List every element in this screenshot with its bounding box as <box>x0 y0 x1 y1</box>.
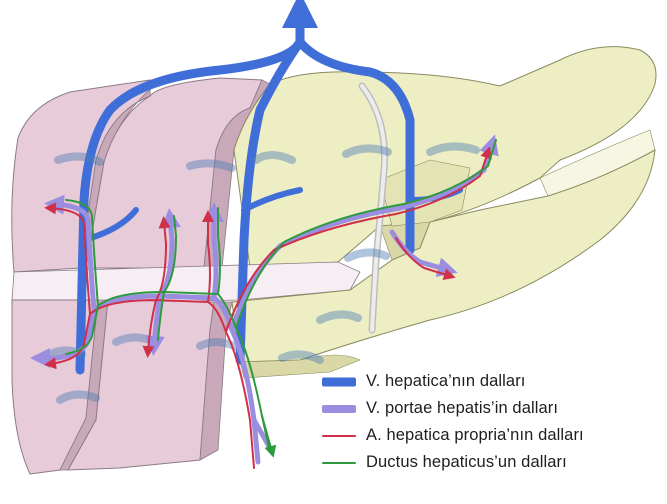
legend-swatch-purple <box>318 395 360 422</box>
legend-item-bile-duct: Ductus hepaticus’un dalları <box>318 449 663 476</box>
legend-swatch-green <box>318 449 360 476</box>
legend-label: Ductus hepaticus’un dalları <box>360 453 567 472</box>
legend-label: A. hepatica propria’nın dalları <box>360 426 584 445</box>
legend-label: V. hepatica’nın dalları <box>360 372 525 391</box>
legend-label: V. portae hepatis’in dalları <box>360 399 558 418</box>
legend-item-hepatic-vein: V. hepatica’nın dalları <box>318 368 663 395</box>
legend-swatch-red <box>318 422 360 449</box>
legend-item-hepatic-artery: A. hepatica propria’nın dalları <box>318 422 663 449</box>
legend: V. hepatica’nın dalları V. portae hepati… <box>318 368 663 476</box>
legend-swatch-blue <box>318 368 360 395</box>
legend-item-portal-vein: V. portae hepatis’in dalları <box>318 395 663 422</box>
